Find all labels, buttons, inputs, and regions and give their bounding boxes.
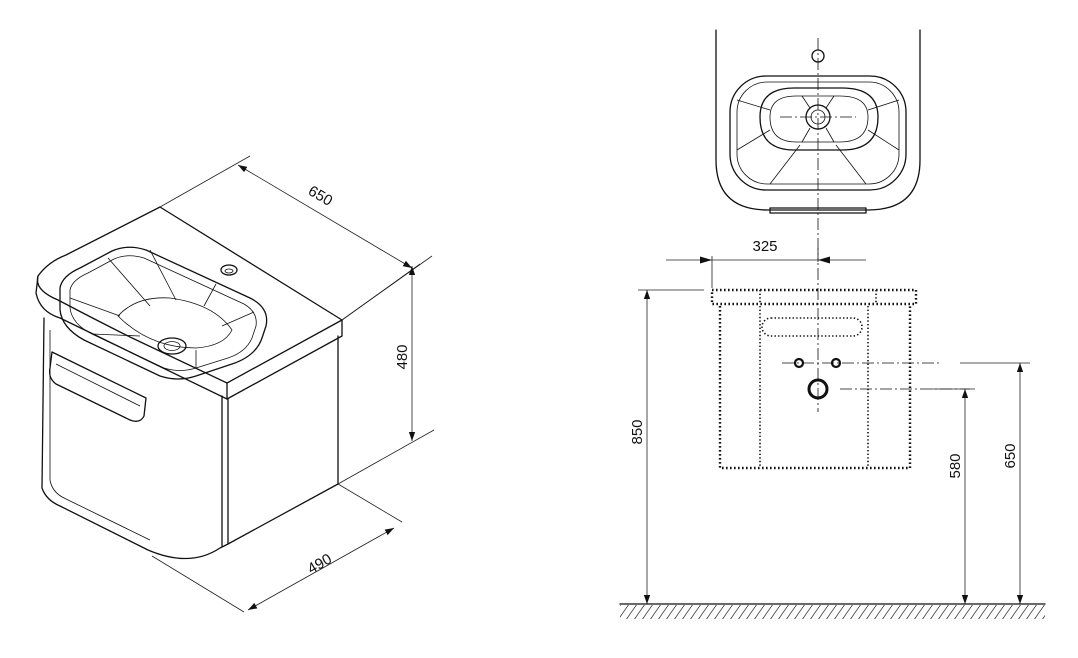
elev-countertop xyxy=(710,288,918,306)
iso-cabinet-side xyxy=(227,335,339,545)
iso-countertop-edge xyxy=(35,275,343,400)
isometric-view: 650 480 490 xyxy=(35,155,435,613)
dim-650-iso: 650 xyxy=(305,182,335,209)
plan-view xyxy=(715,29,921,262)
dim-480-iso: 480 xyxy=(394,344,411,369)
dim-850: 850 xyxy=(629,419,646,444)
elev-handle xyxy=(761,317,863,337)
front-elevation: 325 850 580 650 xyxy=(619,238,1046,619)
dim-325: 325 xyxy=(752,238,777,255)
iso-countertop-top xyxy=(36,206,343,384)
iso-basin-outer xyxy=(59,246,268,380)
floor-hatch xyxy=(620,605,1045,619)
dim-650: 650 xyxy=(1002,443,1019,468)
elev-cabinet xyxy=(718,306,912,470)
iso-cabinet-front xyxy=(41,317,229,560)
iso-drain xyxy=(157,337,187,355)
iso-handle xyxy=(48,351,147,422)
dim-580: 580 xyxy=(947,453,964,478)
iso-tap-hole xyxy=(220,264,238,276)
dim-490-iso: 490 xyxy=(305,550,335,577)
